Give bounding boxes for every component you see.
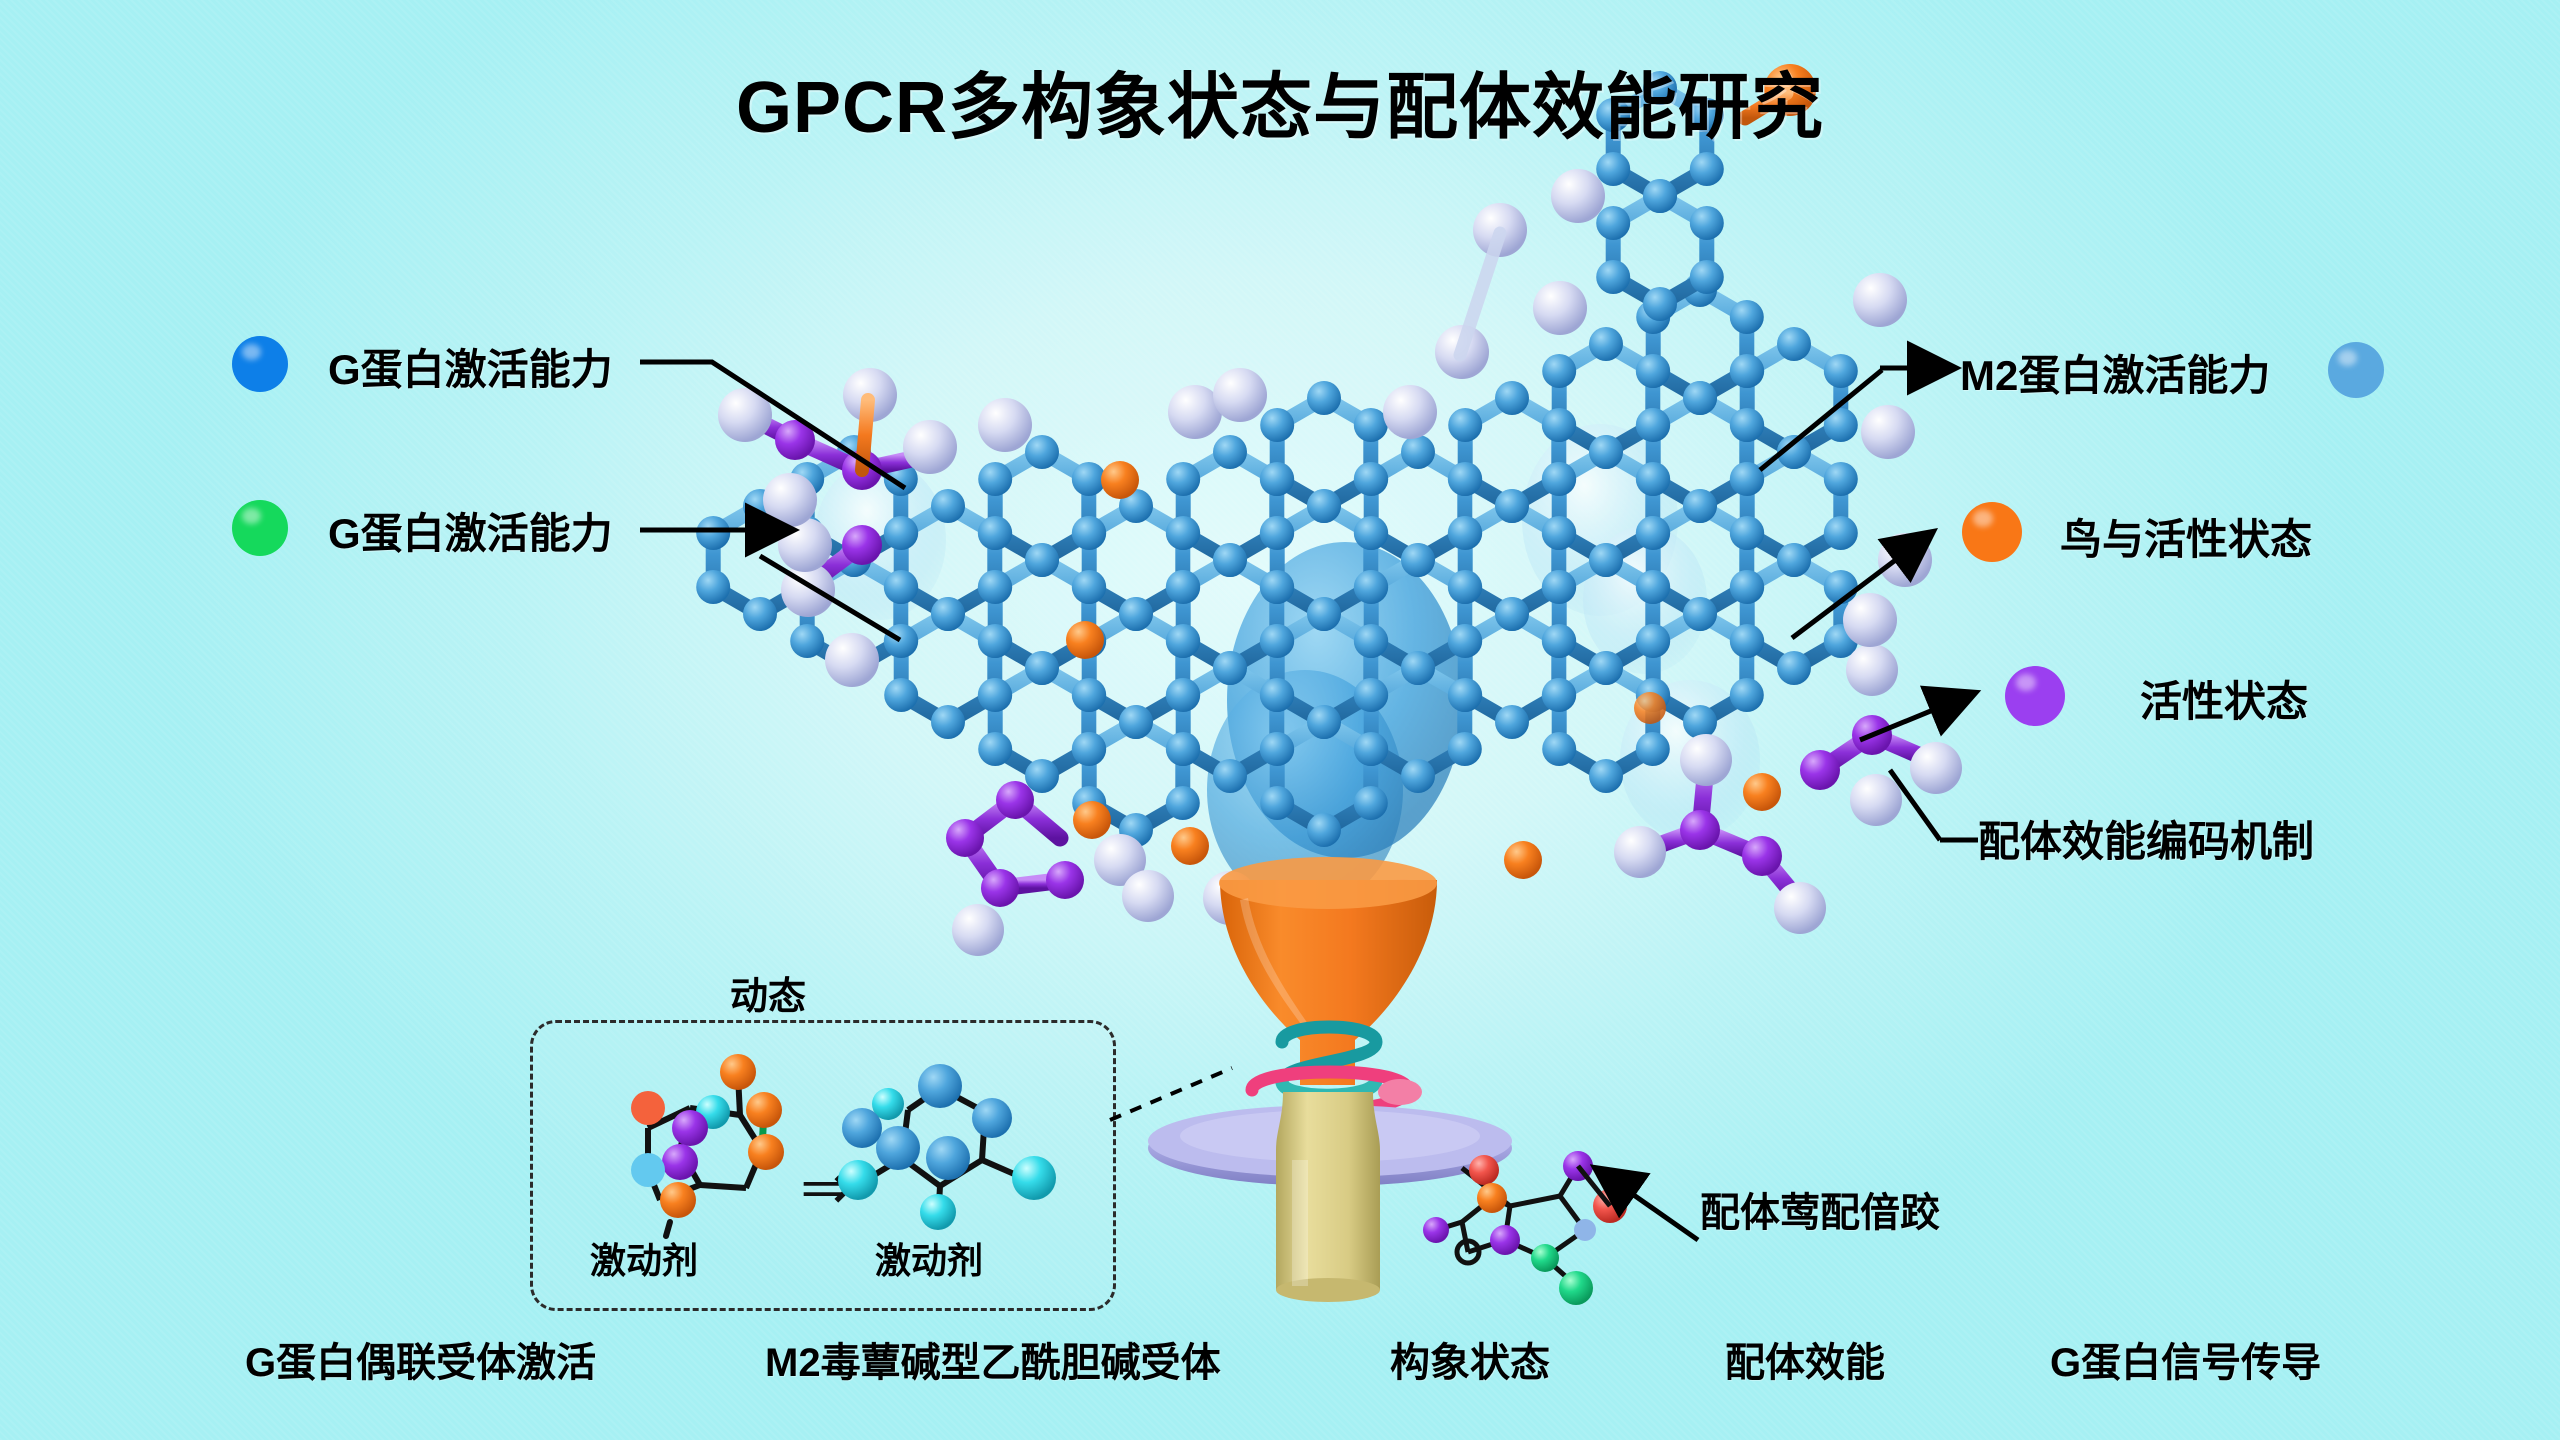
legend-label-m2-activation: M2蛋白激活能力 bbox=[1960, 352, 2271, 399]
annotation-ligand-peptide: 配体莺配偣跤 bbox=[1700, 1191, 1940, 1235]
legend-label-active-state-orange: 鸟与活性状态 bbox=[2060, 516, 2313, 563]
inset-title: 动态 bbox=[730, 976, 807, 1018]
footer-label-conformational-state: 构象状态 bbox=[1390, 1341, 1550, 1385]
footer-label-gpcr-activation: G蛋白偶联受体激活 bbox=[245, 1341, 597, 1385]
transition-arrow-icon: ⇒ bbox=[800, 1151, 854, 1223]
annotation-encoding-mechanism: 配体效能编码机制 bbox=[1978, 818, 2315, 865]
legend-dot-purple bbox=[2005, 666, 2065, 726]
footer-label-ligand-efficacy: 配体效能 bbox=[1725, 1341, 1885, 1385]
page-title: GPCR多构象状态与配体效能研究 bbox=[735, 68, 1825, 148]
inset-caption-left: 激动剂 bbox=[590, 1240, 699, 1281]
footer-label-m2-receptor: M2毒蕈碱型乙酰胆碱受体 bbox=[765, 1341, 1221, 1385]
legend-label-g-protein-green: G蛋白激活能力 bbox=[328, 510, 613, 557]
footer-label-g-protein-signaling: G蛋白信号传导 bbox=[2050, 1341, 2322, 1385]
legend-label-active-state: 活性状态 bbox=[2140, 678, 2309, 725]
legend-label-g-protein-blue: G蛋白激活能力 bbox=[328, 346, 613, 393]
legend-dot-blue bbox=[232, 336, 288, 392]
legend-dot-green bbox=[232, 500, 288, 556]
legend-dot-orange bbox=[1962, 502, 2022, 562]
inset-caption-right: 激动剂 bbox=[875, 1240, 984, 1281]
legend-dot-light-blue bbox=[2328, 342, 2384, 398]
